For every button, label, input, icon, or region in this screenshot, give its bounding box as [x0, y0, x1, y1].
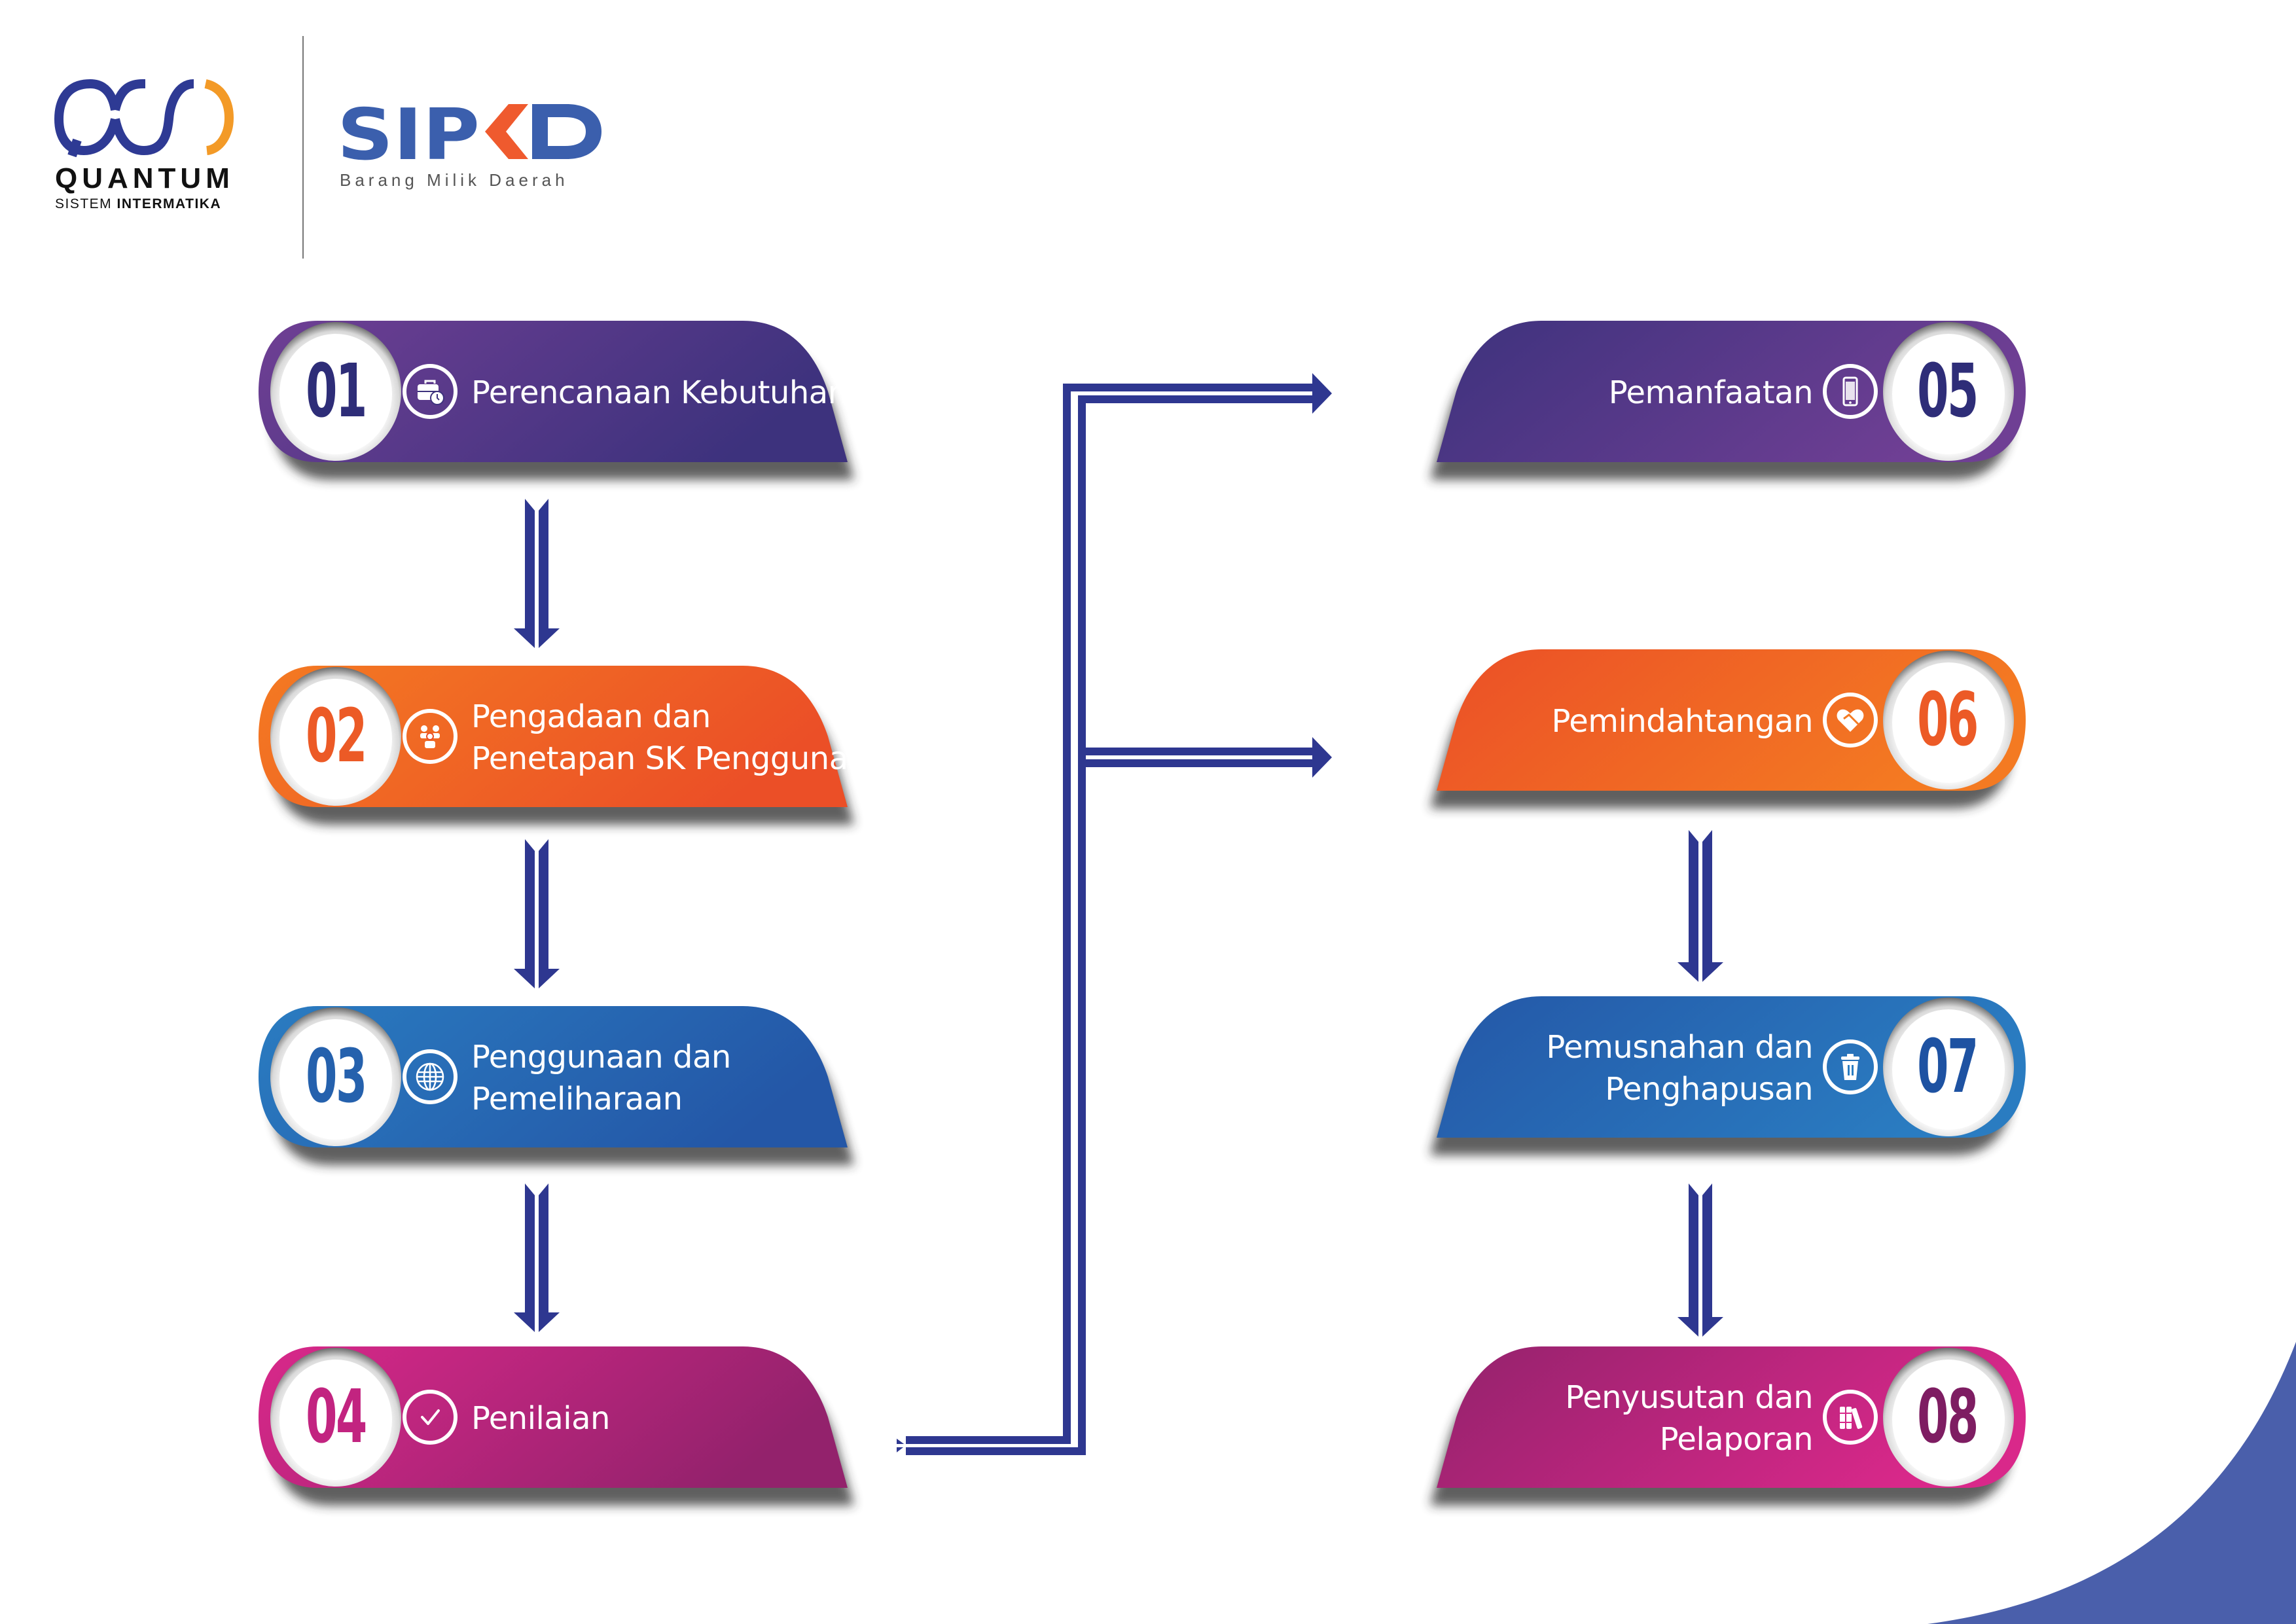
arrow-03-04-shaft-left	[525, 1183, 535, 1312]
arrow-03-04-head-right	[539, 1312, 560, 1332]
step-label: Perencanaan Kebutuhan	[471, 372, 848, 414]
step-card-01: 01 Perencanaan Kebutuhan	[245, 313, 880, 480]
smartphone-icon	[1823, 364, 1878, 419]
arrow-01-02-head-left	[514, 628, 535, 648]
step-label-line: Pemanfaatan	[1608, 374, 1814, 411]
arrow-02-03-head-left	[514, 969, 535, 988]
arrowhead-to-06-top	[1312, 737, 1332, 757]
header-divider	[302, 36, 304, 259]
sipkd-wordmark-main: SIP	[337, 101, 480, 160]
arrow-07-08-shaft-right	[1702, 1183, 1712, 1317]
books-icon	[1823, 1390, 1878, 1445]
arrow-07-08-head-right	[1702, 1317, 1723, 1337]
step-label-line: Pemusnahan dan	[1546, 1029, 1813, 1066]
arrow-01-02-head-right	[539, 628, 560, 648]
step-label-line: Pemindahtangan	[1551, 703, 1813, 740]
arrow-06-07-shaft-right	[1702, 830, 1712, 962]
step-number: 07	[1917, 1024, 1979, 1110]
sipkd-logo: SIP Barang Milik Daerah	[337, 101, 612, 200]
quantum-company-name: QUANTUM	[55, 162, 234, 194]
check-circle-icon	[403, 1390, 457, 1445]
arrow-02-03-head-right	[539, 969, 560, 988]
arrow-01-02-shaft-left	[525, 499, 535, 628]
group-users-icon	[403, 709, 457, 764]
step-number: 05	[1917, 349, 1979, 434]
step-label-line: Pelaporan	[1659, 1421, 1814, 1458]
step-number: 08	[1917, 1375, 1979, 1460]
arrow-03-04-head-left	[514, 1312, 535, 1332]
arrow-06-07-head-left	[1677, 962, 1698, 982]
step-label-line: Pemeliharaan	[471, 1081, 683, 1117]
step-label-line: Penilaian	[471, 1400, 610, 1437]
arrow-06-07-shaft-left	[1689, 830, 1698, 962]
arrow-03-04-shaft-right	[539, 1183, 548, 1312]
step-label: Penilaian	[471, 1398, 610, 1439]
step-number: 01	[306, 349, 367, 434]
step-card-shape	[1430, 1346, 2026, 1506]
quantum-subtitle-light: SISTEM	[55, 196, 113, 211]
step-number: 04	[306, 1375, 367, 1460]
handshake-heart-icon	[1823, 693, 1878, 748]
step-number: 03	[306, 1034, 367, 1119]
arrow-06-07-head-right	[1702, 962, 1723, 982]
arrow-01-02-shaft-right	[539, 499, 548, 628]
sipkd-wordmark: SIP	[337, 101, 601, 160]
step-number: 02	[306, 694, 367, 779]
sipkd-tagline: Barang Milik Daerah	[340, 170, 569, 190]
trash-icon	[1823, 1039, 1878, 1094]
connector-outer-line	[897, 384, 1316, 1444]
step-label-line: Penetapan SK Pengguna	[471, 740, 848, 777]
step-label-line: Penghapusan	[1605, 1071, 1813, 1108]
arrowhead-to-06-bottom	[1312, 757, 1332, 778]
step-card-shape	[259, 666, 854, 825]
quantum-logo: QUANTUM SISTEM INTERMATIKA	[52, 79, 249, 216]
step-label-line: Penggunaan dan	[471, 1039, 731, 1075]
arrow-02-03-shaft-left	[525, 839, 535, 969]
globe-icon	[403, 1049, 457, 1104]
step-label: Pemindahtangan	[1551, 700, 1813, 742]
arrow-07-08-head-left	[1677, 1317, 1698, 1337]
arrow-02-03-shaft-right	[539, 839, 548, 969]
arrow-07-08-shaft-left	[1689, 1183, 1698, 1317]
step-label: Pemanfaatan	[1608, 372, 1814, 414]
quantum-company-subtitle: SISTEM INTERMATIKA	[55, 196, 271, 212]
connector-inner-line	[897, 395, 1316, 1455]
arrowhead-to-05-top	[1312, 373, 1332, 393]
sipkd-d-letter-icon	[532, 104, 601, 159]
quantum-subtitle-bold: INTERMATIKA	[117, 196, 222, 211]
step-number: 06	[1917, 677, 1979, 763]
step-label-line: Perencanaan Kebutuhan	[471, 374, 848, 411]
step-label-line: Penyusutan dan	[1565, 1379, 1813, 1416]
step-card-06: 06 Pemindahtangan	[1404, 641, 2039, 808]
connector-tail-notch	[891, 1435, 906, 1456]
quantum-logo-mark-icon	[54, 79, 234, 157]
arrowhead-to-05-bottom	[1312, 393, 1332, 414]
briefcase-clock-icon	[403, 364, 457, 419]
step-card-05: 05 Pemanfaatan	[1404, 313, 2039, 480]
step-label-line: Pengadaan dan	[471, 698, 711, 735]
step-card-04: 04 Penilaian	[245, 1339, 880, 1506]
sipkd-k-chevron-icon	[485, 104, 528, 159]
